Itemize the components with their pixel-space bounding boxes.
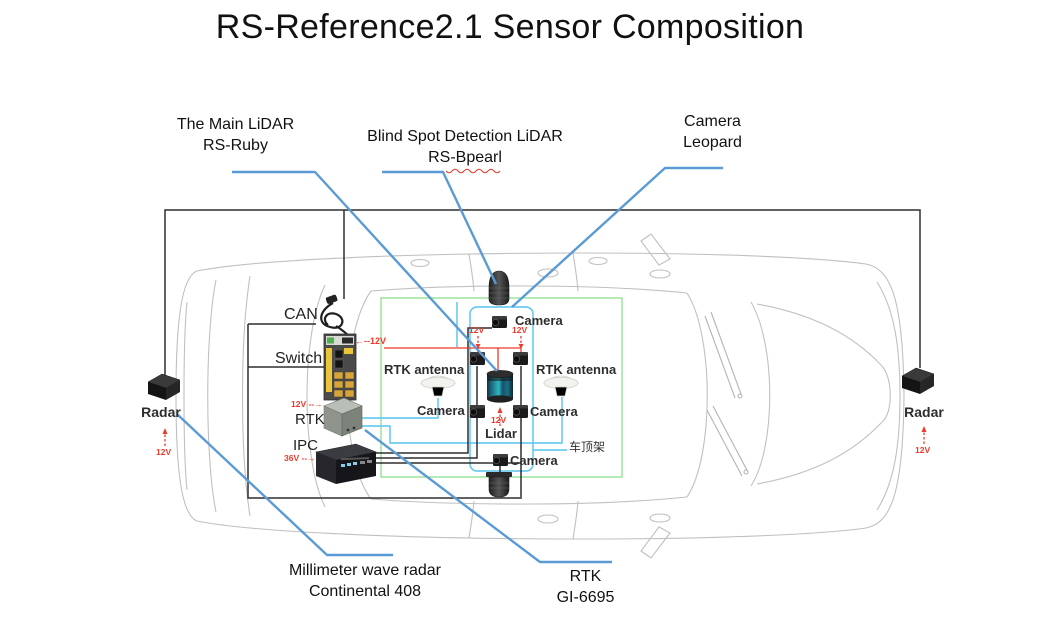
- roof-rack-box: [469, 306, 534, 472]
- ethernet-switch-icon: [323, 333, 357, 401]
- camera-top-right-power-label: 12V: [512, 325, 528, 335]
- lidar-power-label: 12V: [491, 415, 507, 425]
- black-wires: [164, 209, 921, 499]
- callout-main-lidar-line2: RS-Ruby: [203, 137, 268, 154]
- callout-camera-line2: Leopard: [683, 134, 742, 151]
- ipc-box-icon: [314, 443, 378, 484]
- red-arrowheads: [162, 344, 927, 434]
- rtk-antenna-right-label: RTK antenna: [536, 362, 617, 377]
- callout-camera-leopard: Camera Leopard: [650, 111, 775, 153]
- callout-mm-wave-radar: Millimeter wave radar Continental 408: [250, 560, 480, 602]
- main-lidar-icon: [486, 370, 514, 403]
- camera-right-label: Camera: [530, 404, 578, 419]
- radar-left-label: Radar: [141, 404, 181, 420]
- radar-right-power-label: 12V: [915, 445, 931, 455]
- page-title: RS-Reference2.1 Sensor Composition: [215, 8, 805, 46]
- wiper-icons: [704, 311, 749, 477]
- callout-blind-spot-line2: RS-Bpearl: [428, 149, 502, 166]
- switch-power-label: ←--12V: [355, 336, 387, 346]
- rtk-antenna-right-icon: [542, 375, 580, 397]
- spellcheck-squiggle: [445, 168, 501, 174]
- can-cable-icon: [320, 294, 352, 339]
- callout-blind-spot-lidar: Blind Spot Detection LiDAR RS-Bpearl: [340, 126, 590, 168]
- side-mirror-top-icon: [640, 233, 671, 266]
- camera-top-left-power-label: 12V: [469, 325, 485, 335]
- rtk-box-icon: [323, 397, 363, 437]
- cyan-wires: [360, 302, 567, 472]
- radar-left-power-label: 12V: [156, 447, 172, 457]
- radar-right-icon: [901, 367, 935, 394]
- rtk-label: RTK: [295, 411, 325, 428]
- radar-right-label: Radar: [904, 404, 944, 420]
- camera-left-label: Camera: [417, 403, 465, 418]
- camera-top-label: Camera: [515, 313, 563, 328]
- ipc-label: IPC: [293, 437, 319, 454]
- car-outline: [175, 233, 905, 559]
- switch-label: Switch: [275, 350, 323, 367]
- radar-left-icon: [147, 373, 181, 400]
- camera-bottom-label: Camera: [510, 453, 558, 468]
- callout-mm-radar-line2: Continental 408: [308, 583, 422, 600]
- leader-lines: [177, 166, 723, 564]
- roof-rack-label: 车顶架: [569, 440, 606, 454]
- can-label: CAN: [284, 306, 318, 323]
- callout-main-lidar-line1: The Main LiDAR: [176, 116, 295, 133]
- lidar-label: Lidar: [485, 426, 517, 441]
- side-mirror-bottom-icon: [640, 526, 671, 559]
- ipc-power-label: 36V --→: [284, 453, 316, 463]
- rtk-antenna-left-icon: [419, 375, 457, 397]
- camera-icons: [469, 316, 528, 466]
- callout-rtk-line1: RTK: [569, 568, 602, 585]
- callout-blind-spot-line1: Blind Spot Detection LiDAR: [367, 128, 563, 145]
- callout-rtk-unit: RTK GI-6695: [523, 566, 648, 608]
- callout-camera-line1: Camera: [684, 113, 741, 130]
- rtk-power-label: 12V --→: [291, 399, 323, 409]
- rtk-antenna-left-label: RTK antenna: [384, 362, 465, 377]
- callout-main-lidar: The Main LiDAR RS-Ruby: [148, 114, 323, 156]
- red-wires: [164, 336, 925, 446]
- callout-mm-radar-line1: Millimeter wave radar: [288, 562, 442, 579]
- bpearl-lidar-rear-icon: [486, 472, 512, 498]
- callout-rtk-line2: GI-6695: [556, 589, 615, 606]
